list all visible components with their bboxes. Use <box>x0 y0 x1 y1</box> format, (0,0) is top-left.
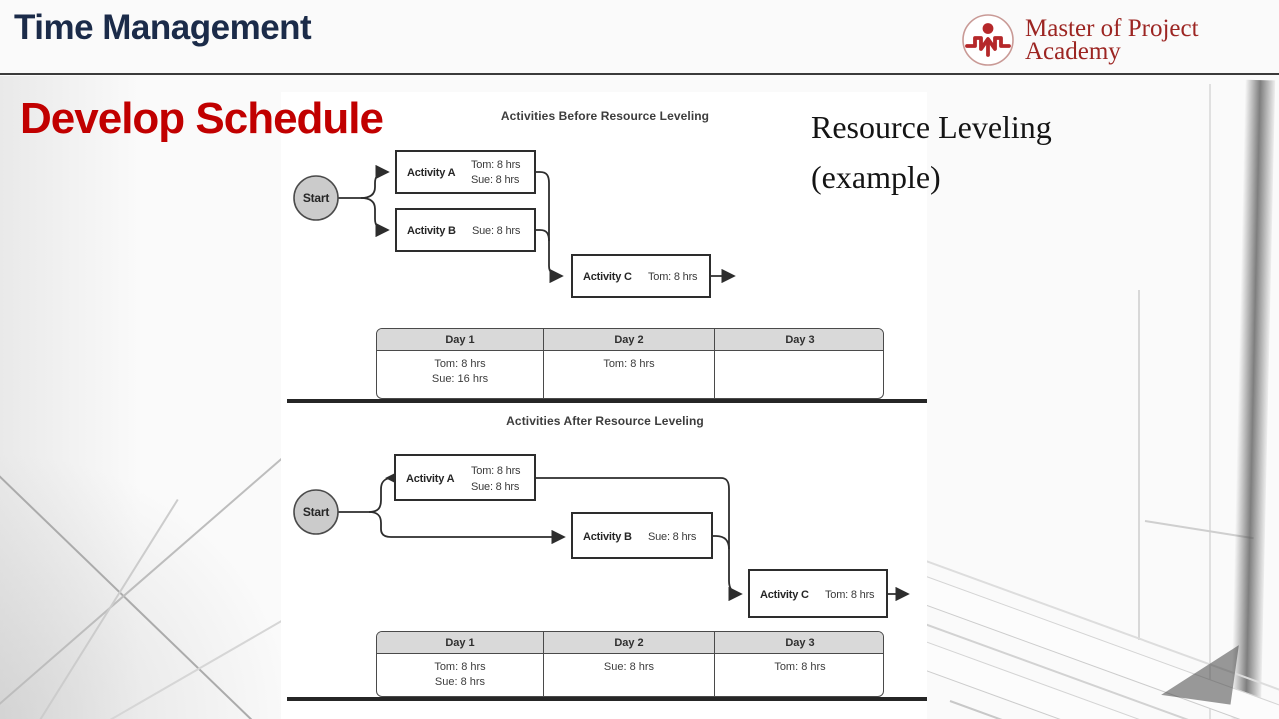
activity-a-detail: Sue: 8 hrs <box>471 174 520 186</box>
activity-a-label: Activity A <box>407 167 456 179</box>
table-header-cell: Day 2 <box>544 632 715 654</box>
table-cell-line: Sue: 16 hrs <box>431 373 489 385</box>
subtitle-line-2: (example) <box>811 159 941 195</box>
subtitle-line-1: Resource Leveling <box>811 109 1052 145</box>
table-after: Day 1 Day 2 Day 3 Tom: 8 hrs Sue: 8 hrs … <box>376 631 884 697</box>
activity-a-detail: Sue: 8 hrs <box>471 481 520 493</box>
academy-logo-text: Master of Project Academy <box>1025 15 1199 65</box>
bg-beam <box>875 560 1279 719</box>
page-title: Time Management <box>14 8 312 47</box>
connector <box>368 511 566 545</box>
table-header-cell: Day 1 <box>377 329 544 351</box>
bg-dark-strip <box>1230 79 1276 719</box>
start-node <box>293 489 339 535</box>
bg-beam-line <box>899 614 1279 719</box>
connector <box>360 164 390 199</box>
figure-before-title: Activities Before Resource Leveling <box>500 109 710 123</box>
bg-dark-triangle <box>1161 635 1239 705</box>
connector <box>368 470 400 513</box>
bg-line <box>0 470 254 719</box>
logo-line-2: Academy <box>1025 38 1121 65</box>
start-node <box>293 175 339 221</box>
activity-b-label: Activity B <box>583 531 632 543</box>
table-before: Day 1 Day 2 Day 3 Tom: 8 hrs Sue: 16 hrs… <box>376 328 884 399</box>
connector <box>535 477 743 602</box>
bg-line <box>109 614 293 719</box>
activity-c-detail: Tom: 8 hrs <box>648 271 698 283</box>
logo-line-1: Master of Project <box>1025 15 1199 42</box>
table-cell-line: Tom: 8 hrs <box>434 661 486 673</box>
figure-after-title: Activities After Resource Leveling <box>506 414 704 428</box>
table-cell: Tom: 8 hrs Sue: 16 hrs <box>377 351 544 398</box>
bg-beam-line <box>949 700 1279 719</box>
bg-beam <box>915 640 1279 719</box>
activity-b-box <box>571 512 713 559</box>
activity-c-box <box>748 569 888 618</box>
table-header-cell: Day 3 <box>715 329 883 351</box>
start-label: Start <box>303 505 330 519</box>
activity-a-box <box>395 150 536 194</box>
activity-a-detail: Tom: 8 hrs <box>471 159 521 171</box>
activity-a-label: Activity A <box>406 473 455 485</box>
bg-line <box>1144 520 1254 540</box>
table-cell: Tom: 8 hrs Sue: 8 hrs <box>377 654 544 696</box>
bg-window-frame <box>1209 84 1211 719</box>
slide-subtitle: Resource Leveling (example) <box>811 102 1052 202</box>
connector <box>535 171 564 284</box>
table-header-cell: Day 1 <box>377 632 544 654</box>
table-header-cell: Day 2 <box>544 329 715 351</box>
activity-c-label: Activity C <box>760 589 809 601</box>
bottom-rule <box>287 697 927 701</box>
activity-c-box <box>571 254 711 298</box>
start-label: Start <box>303 191 330 205</box>
slide-heading: Develop Schedule <box>20 94 384 143</box>
diagram-after: Start Activity A Tom: 8 hrs Sue: 8 hrs A… <box>293 454 910 618</box>
table-cell-line: Tom: 8 hrs <box>434 358 486 370</box>
diagram-before: Start Activity A Tom: 8 hrs Sue: 8 hrs A… <box>293 150 736 298</box>
bg-line <box>0 443 299 708</box>
bg-gradient-left <box>0 76 140 719</box>
separator-rule <box>287 399 927 403</box>
connector <box>360 197 390 238</box>
activity-a-box <box>394 454 536 501</box>
activity-b-detail: Sue: 8 hrs <box>648 531 697 543</box>
table-cell: Sue: 8 hrs <box>544 654 715 696</box>
activity-b-detail: Sue: 8 hrs <box>472 225 521 237</box>
bg-line <box>39 498 179 719</box>
table-cell-line: Sue: 8 hrs <box>434 676 486 688</box>
table-header-cell: Day 3 <box>715 632 883 654</box>
bg-corner-wash <box>0 430 320 719</box>
activity-b-label: Activity B <box>407 225 456 237</box>
header-divider <box>0 73 1279 75</box>
table-cell: Tom: 8 hrs <box>544 351 715 398</box>
activity-c-detail: Tom: 8 hrs <box>825 589 875 601</box>
academy-logo-icon <box>962 14 1014 66</box>
connector <box>712 535 730 550</box>
table-cell <box>715 351 883 398</box>
activity-a-detail: Tom: 8 hrs <box>471 465 521 477</box>
bg-window-frame <box>1138 290 1140 640</box>
table-cell: Tom: 8 hrs <box>774 661 826 673</box>
activity-b-box <box>395 208 536 252</box>
connector <box>535 229 550 242</box>
academy-logo: Master of Project Academy <box>961 13 1199 67</box>
activity-c-label: Activity C <box>583 271 632 283</box>
